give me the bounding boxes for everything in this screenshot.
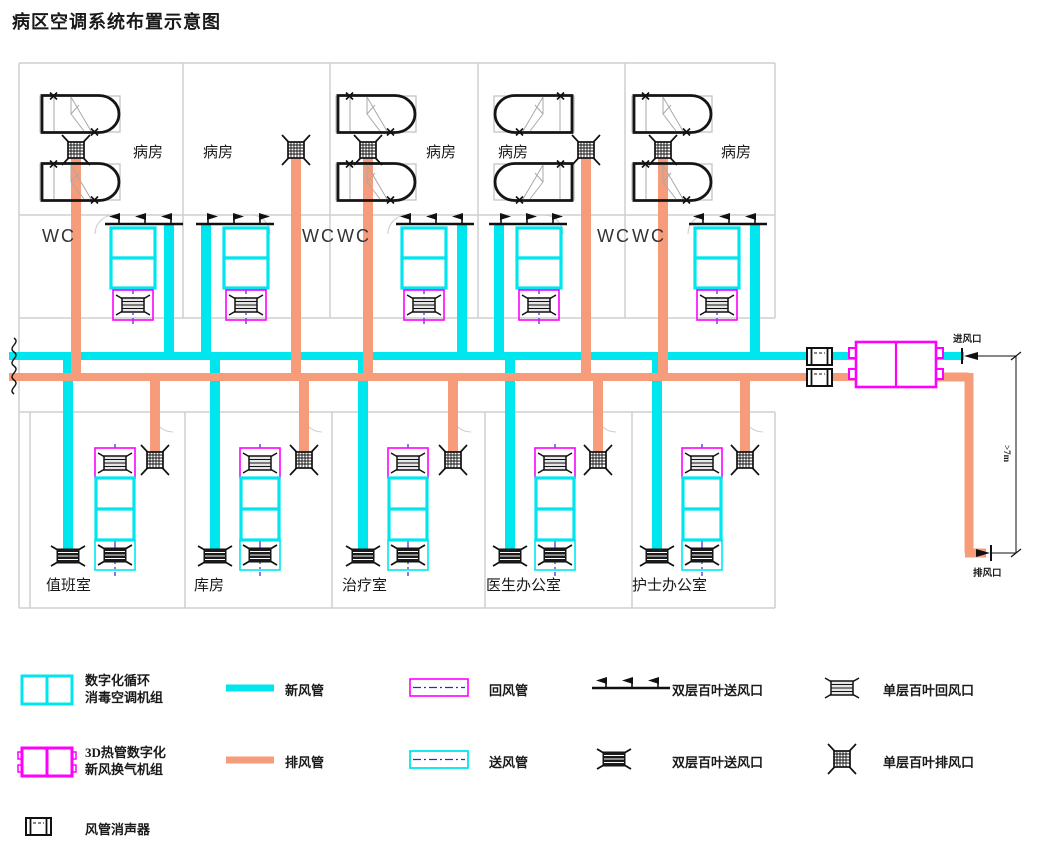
office-room-label: 医生办公室 <box>486 578 562 594</box>
dimension-annotations <box>961 348 1022 561</box>
wc-label: WC <box>597 226 631 246</box>
legend-double-louver-supply-plan-label: 双层百叶送风口 <box>672 755 764 770</box>
legend-fresh-duct-label: 新风管 <box>285 683 325 698</box>
duct-silencers <box>806 347 833 387</box>
legend-return-duct-symbol <box>409 678 469 697</box>
wc-label: WC <box>42 226 76 246</box>
ward-room-label: 病房 <box>133 145 164 161</box>
legend-heat-pipe-unit-symbol <box>17 746 77 778</box>
legend-exhaust-duct-label: 排风管 <box>285 755 325 770</box>
legend-double-louver-supply-side-label: 双层百叶送风口 <box>672 683 764 698</box>
legend-heat-pipe-unit-label: 3D热管数字化 新风换气机组 <box>85 745 166 777</box>
office-room-label: 库房 <box>194 578 225 594</box>
fresh-air-exchange-unit <box>848 340 944 389</box>
legend-symbols <box>17 674 860 836</box>
legend-silencer-label: 风管消声器 <box>85 822 151 837</box>
wc-label: WC <box>337 226 371 246</box>
exhaust-outlet-label: 排风口 <box>973 569 1002 579</box>
legend-double-louver-supply-plan-symbol <box>596 748 632 770</box>
legend-double-louver-supply-side-symbol <box>590 675 672 690</box>
ward-beds <box>38 91 714 205</box>
legend-silencer-symbol <box>25 817 52 836</box>
wc-label: WC <box>632 226 666 246</box>
legend-single-louver-exhaust-label: 单层百叶排风口 <box>883 755 975 770</box>
duct-break-marks <box>11 337 17 395</box>
page-title: 病区空调系统布置示意图 <box>12 12 221 32</box>
ward-room-label: 病房 <box>203 145 234 161</box>
legend-single-louver-return-label: 单层百叶回风口 <box>883 683 975 698</box>
legend-supply-duct-symbol <box>409 750 469 769</box>
exhaust-air-ducts <box>9 148 986 558</box>
legend-single-louver-return-symbol <box>824 677 860 699</box>
office-ahu-assemblies <box>95 444 722 576</box>
office-supply-diffusers <box>50 545 675 567</box>
office-room-label: 值班室 <box>46 578 92 594</box>
intake-label: 进风口 <box>953 335 982 345</box>
ward-room-label: 病房 <box>426 145 457 161</box>
distance-note: >7m <box>1002 445 1012 463</box>
legend-return-duct-label: 回风管 <box>489 683 529 698</box>
office-room-label: 护士办公室 <box>632 578 708 594</box>
ward-room-label: 病房 <box>498 145 529 161</box>
legend-ahu-unit-label: 数字化循环 消毒空调机组 <box>85 673 164 705</box>
legend-supply-duct-label: 送风管 <box>489 755 529 770</box>
office-room-label: 治疗室 <box>342 578 388 594</box>
legend-ahu-unit-symbol <box>20 674 74 706</box>
legend-single-louver-exhaust-symbol <box>827 743 857 775</box>
wc-label: WC <box>302 226 336 246</box>
ward-room-label: 病房 <box>721 145 752 161</box>
